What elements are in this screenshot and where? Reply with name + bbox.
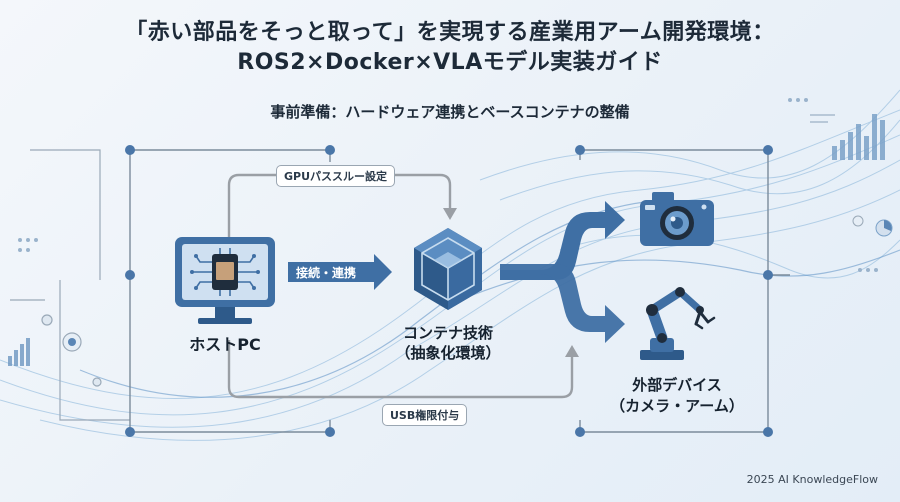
host-pc-label: ホストPC (189, 335, 261, 354)
connect-label: 接続・連携 (296, 266, 357, 280)
frame-nodes (125, 145, 773, 437)
title-line-2: ROS2×Docker×VLAモデル実装ガイド (237, 50, 663, 75)
wave-lines (0, 89, 900, 441)
title-line-1: 「赤い部品をそっと取って」を実現する産業用アーム開発環境： (125, 20, 775, 45)
connect-arrow (288, 254, 392, 290)
camera-icon (640, 192, 714, 246)
monitor-chip-icon (175, 237, 275, 324)
device-sublabel: （カメラ・アーム） (610, 397, 744, 415)
device-label: 外部デバイス (632, 376, 722, 394)
network-nodes-left (41, 314, 102, 387)
credit-text: 2025 AI KnowledgeFlow (746, 473, 878, 486)
container-label: コンテナ技術 (402, 324, 493, 342)
usb-connector (227, 340, 574, 399)
bar-chart-decor (832, 114, 885, 160)
subtitle: 事前準備：ハードウェア連携とベースコンテナの整備 (270, 103, 630, 121)
usb-permission-pill: USB権限付与 (382, 404, 468, 426)
robot-arm-icon (640, 287, 716, 360)
split-arrow (500, 201, 625, 343)
container-sublabel: （抽象化環境） (395, 344, 501, 362)
container-cube-icon (414, 228, 482, 310)
gpu-passthrough-pill: GPUパススルー設定 (276, 165, 396, 187)
